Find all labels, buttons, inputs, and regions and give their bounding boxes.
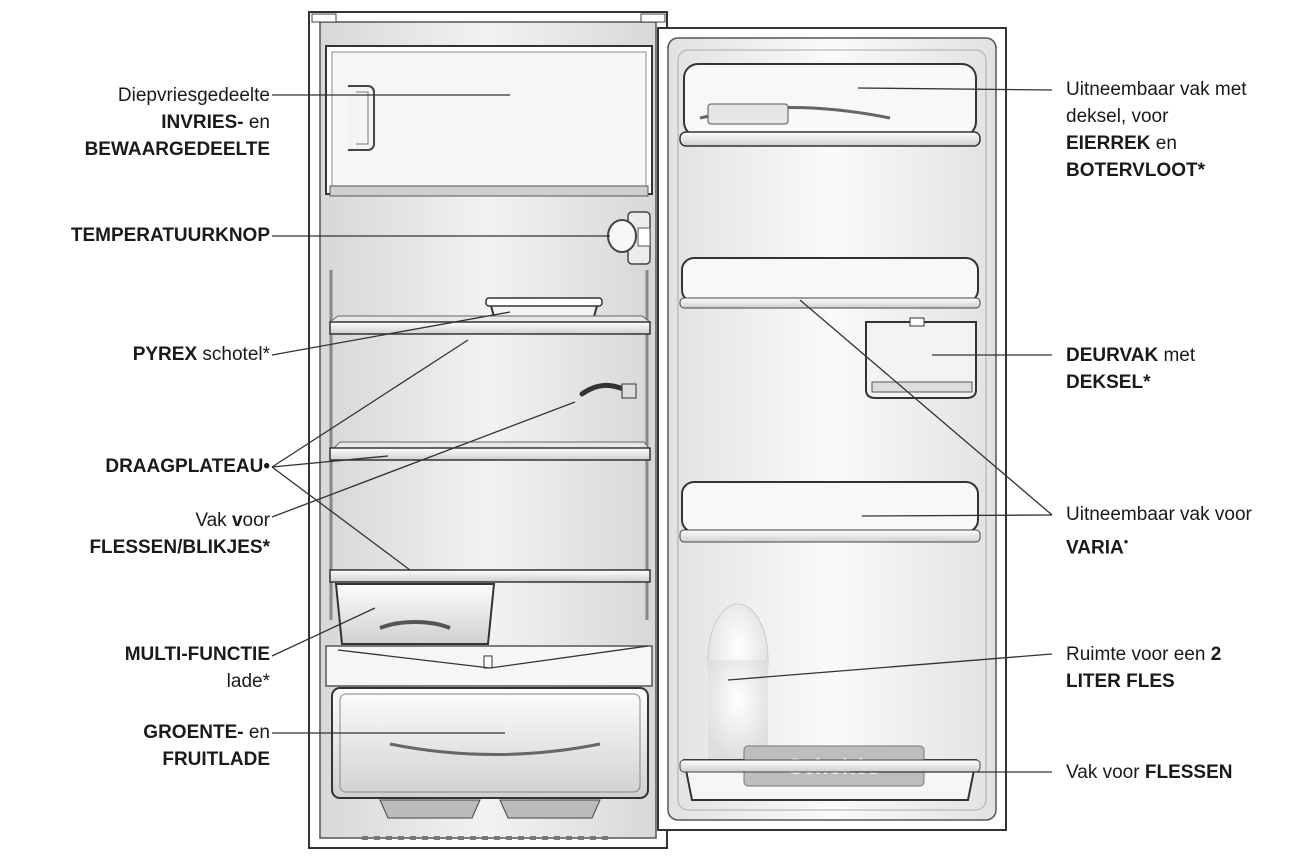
leader-draagplateau-2 bbox=[271, 455, 389, 468]
leader-multifunctie bbox=[271, 607, 376, 657]
label-eierrek-line2: deksel, voor bbox=[1066, 106, 1169, 127]
label-multifunctie-line1: MULTI-FUNCTIE bbox=[124, 644, 270, 665]
label-ruimte-2l-line2: LITER FLES bbox=[1066, 671, 1175, 692]
leader-varia-1 bbox=[799, 299, 1053, 516]
label-groente-line1: GROENTE- en bbox=[143, 722, 270, 743]
label-varia-line1: Uitneembaar vak voor bbox=[1066, 504, 1252, 525]
door-bin-egg-butter bbox=[679, 63, 981, 147]
label-multifunctie: MULTI-FUNCTIE lade* bbox=[125, 641, 270, 695]
label-diepvries-line1: Diepvriesgedeelte bbox=[117, 85, 270, 106]
label-flessen-blikjes-line1: Vak voor bbox=[195, 510, 270, 531]
leader-flessen-blikjes bbox=[271, 401, 576, 518]
glass-shelves bbox=[328, 315, 652, 583]
leader-draagplateau-1 bbox=[271, 339, 469, 468]
ventilation-grille bbox=[362, 836, 608, 840]
label-varia-line2: VARIA• bbox=[1066, 534, 1129, 559]
label-eierrek-line4: BOTERVLOOT* bbox=[1066, 160, 1205, 181]
leader-ruimte bbox=[727, 653, 1053, 681]
label-flessen-blikjes-line2: FLESSEN/BLIKJES* bbox=[89, 537, 270, 558]
callout-lines bbox=[271, 87, 1053, 773]
label-flessen-blikjes: Vak voor FLESSEN/BLIKJES* bbox=[89, 507, 270, 561]
freezer-compartment bbox=[325, 45, 653, 197]
leader-multifunctie-lade bbox=[337, 645, 649, 669]
thermostat-knob bbox=[607, 211, 651, 265]
label-deurvak-line2: DEKSEL* bbox=[1066, 372, 1151, 393]
door-compartment-with-lid bbox=[865, 317, 977, 399]
label-diepvries-line3: BEWAARGEDEELTE bbox=[84, 139, 270, 160]
label-groente-line2: FRUITLADE bbox=[162, 749, 270, 770]
label-deurvak: DEURVAK met DEKSEL* bbox=[1066, 342, 1195, 396]
label-deurvak-line1: DEURVAK met bbox=[1066, 345, 1196, 366]
label-multifunctie-line2: lade* bbox=[226, 671, 270, 692]
label-pyrex: PYREX schotel* bbox=[132, 344, 270, 365]
leader-varia-2 bbox=[861, 514, 1053, 517]
door-bin-middle bbox=[679, 257, 981, 309]
leader-eierrek bbox=[857, 87, 1053, 91]
label-eierrek: Uitneembaar vak met deksel, voor EIERREK… bbox=[1066, 76, 1247, 184]
leader-pyrex bbox=[271, 311, 511, 356]
label-ruimte-2l: Ruimte voor een 2 LITER FLES bbox=[1066, 641, 1221, 695]
label-ruimte-2l-line1: Ruimte voor een 2 bbox=[1066, 644, 1222, 665]
label-varia: Uitneembaar vak voor VARIA• bbox=[1066, 501, 1252, 561]
label-diepvries-line2: INVRIES- en bbox=[161, 112, 270, 133]
label-draagplateau: DRAAGPLATEAU• bbox=[105, 456, 270, 477]
label-eierrek-line1: Uitneembaar vak met bbox=[1066, 79, 1247, 100]
leader-draagplateau-3 bbox=[271, 466, 411, 571]
label-groente: GROENTE- en FRUITLADE bbox=[143, 719, 270, 773]
bottle-can-rack bbox=[579, 383, 637, 399]
door-bin-bottles: Scholtès bbox=[679, 745, 981, 801]
vegetable-crisper bbox=[331, 687, 649, 819]
label-eierrek-line3: EIERREK en bbox=[1066, 133, 1177, 154]
label-diepvries: Diepvriesgedeelte INVRIES- en BEWAARGEDE… bbox=[85, 82, 270, 163]
door-bin-varia bbox=[679, 481, 981, 543]
label-temperatuurknop: TEMPERATUURKNOP bbox=[70, 225, 270, 246]
label-vak-flessen: Vak voor FLESSEN bbox=[1066, 762, 1233, 783]
